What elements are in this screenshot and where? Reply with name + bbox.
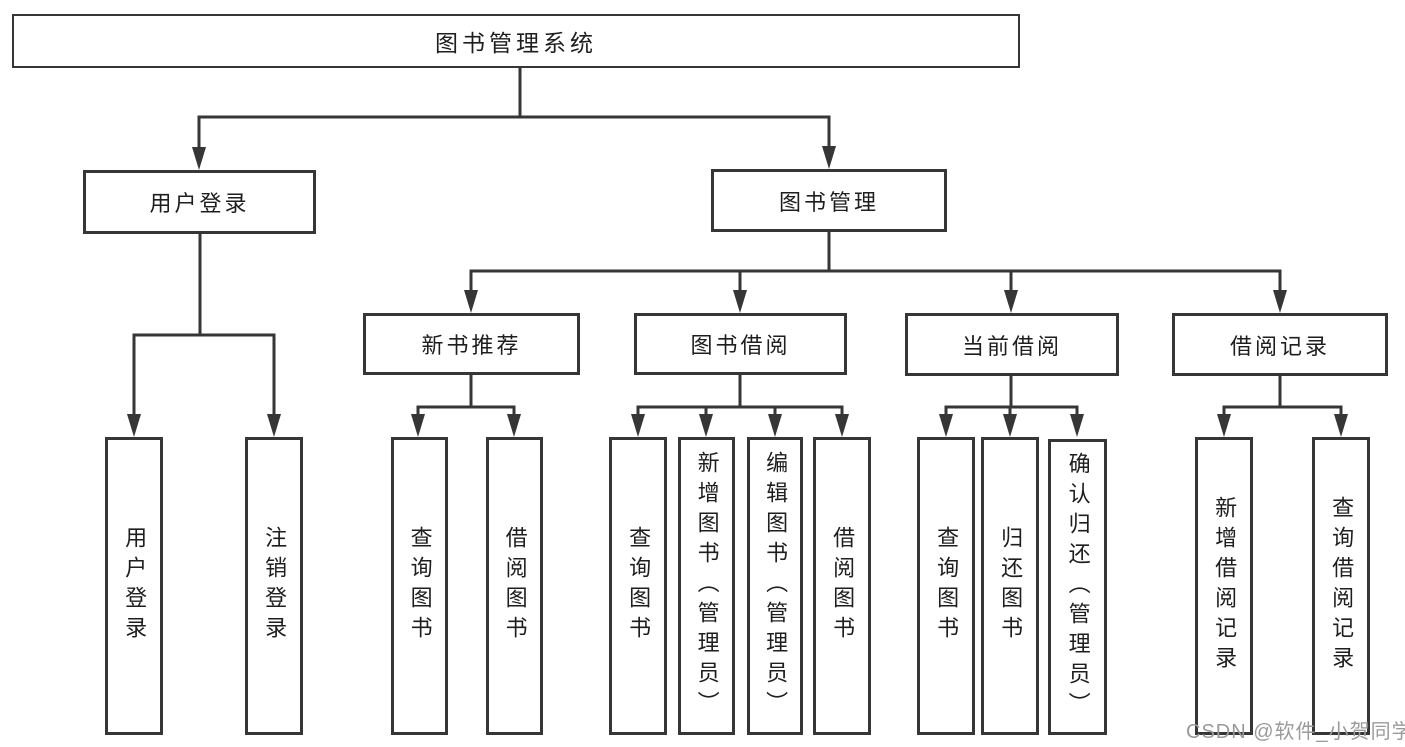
watermark-text: CSDN @软件_小贺同学 — [1186, 721, 1405, 743]
node-label: 查询图书 — [626, 526, 652, 646]
leaf-query-books-borrowing: 查询图书 — [609, 437, 667, 735]
node-label: 查询借阅记录 — [1329, 496, 1355, 676]
leaf-edit-book-admin: 编辑图书（管理员） — [747, 437, 803, 735]
leaf-query-borrow-record: 查询借阅记录 — [1312, 437, 1370, 735]
leaf-query-books-recommend: 查询图书 — [391, 437, 448, 735]
leaf-add-borrow-record: 新增借阅记录 — [1195, 437, 1253, 735]
node-label: 查询图书 — [407, 526, 433, 646]
leaf-query-books-current: 查询图书 — [917, 437, 975, 735]
node-label: 确认归还（管理员） — [1065, 452, 1091, 722]
leaf-borrow-books-recommend: 借阅图书 — [486, 437, 543, 735]
node-label: 图书借阅 — [690, 333, 791, 358]
node-label: 图书管理系统 — [435, 30, 597, 56]
node-label: 查询图书 — [934, 526, 960, 646]
leaf-user-login: 用户登录 — [105, 437, 163, 735]
leaf-logout-login: 注销登录 — [245, 437, 303, 735]
node-label: 当前借阅 — [961, 333, 1062, 359]
node-borrowing-records: 借阅记录 — [1172, 313, 1388, 376]
node-label: 借阅记录 — [1229, 333, 1330, 359]
node-system-root: 图书管理系统 — [12, 14, 1020, 68]
leaf-borrow-books-borrowing: 借阅图书 — [813, 437, 871, 735]
node-book-borrowing: 图书借阅 — [634, 313, 847, 375]
node-label: 编辑图书（管理员） — [763, 451, 789, 721]
node-current-borrowing: 当前借阅 — [905, 313, 1119, 376]
node-user-login: 用户登录 — [83, 170, 316, 234]
node-book-management: 图书管理 — [711, 169, 947, 232]
connector-stems — [132, 67, 1343, 420]
node-label: 借阅图书 — [502, 526, 528, 646]
node-label: 注销登录 — [262, 526, 288, 646]
node-label: 图书管理 — [778, 189, 879, 215]
node-label: 新增借阅记录 — [1212, 496, 1238, 676]
arrow-down-icons — [127, 146, 1348, 437]
leaf-return-books: 归还图书 — [981, 437, 1039, 735]
node-label: 用户登录 — [149, 191, 250, 216]
node-label: 借阅图书 — [830, 526, 856, 646]
node-label: 新增图书（管理员） — [694, 451, 720, 721]
node-label: 用户登录 — [122, 526, 148, 646]
leaf-add-book-admin: 新增图书（管理员） — [678, 437, 735, 735]
node-label: 归还图书 — [998, 526, 1024, 646]
leaf-confirm-return-admin: 确认归还（管理员） — [1048, 439, 1107, 735]
node-label: 新书推荐 — [421, 333, 522, 358]
node-new-book-recommend: 新书推荐 — [363, 313, 580, 375]
